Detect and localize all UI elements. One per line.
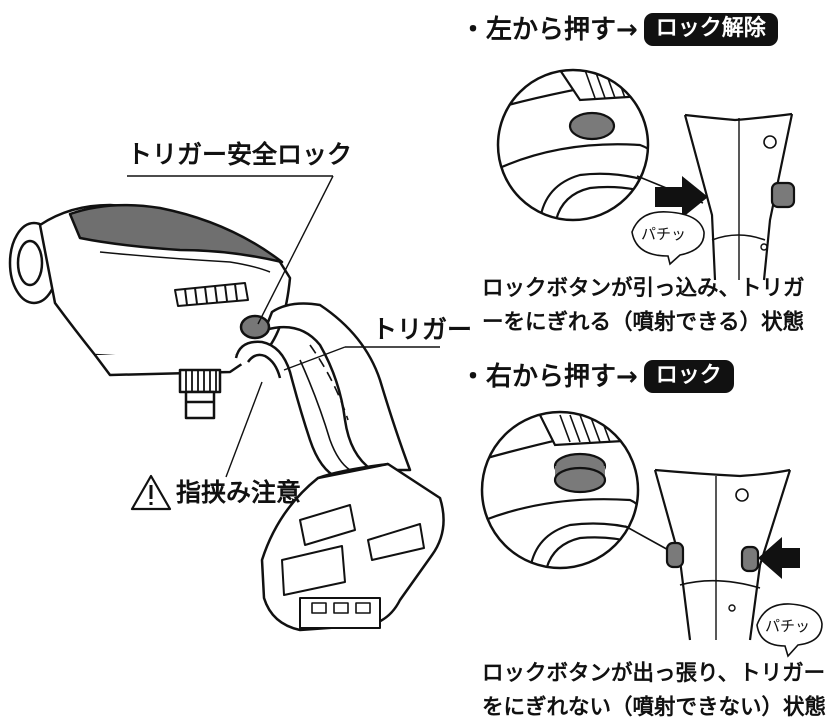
lock-detail-illustration: [480, 410, 823, 658]
unlock-heading: ・左から押す→ ロック解除: [460, 13, 778, 46]
lock-instruction: ・右から押す→: [460, 361, 638, 392]
lock-result-text: ロックボタンが出っ張り、トリガー をにぎれない（噴射できない）状態: [482, 657, 826, 725]
lock-result-line2: をにぎれない（噴射できない）状態: [482, 695, 827, 720]
trigger-safety-lock-label: トリガー安全ロック: [127, 140, 353, 169]
callout-lines: [127, 175, 440, 478]
pinch-caution-label: 指挟み注意: [176, 478, 302, 507]
unlock-result-line2: ーをにぎれる（噴射できる）状態: [482, 310, 805, 335]
lock-result-line1: ロックボタンが出っ張り、トリガー: [482, 661, 826, 686]
unlock-result-line1: ロックボタンが引っ込み、トリガ: [482, 276, 805, 301]
spray-gun-illustration: [8, 203, 445, 632]
trigger-label: トリガー: [372, 315, 473, 344]
unlock-result-text: ロックボタンが引っ込み、トリガ ーをにぎれる（噴射できる）状態: [482, 272, 805, 340]
unlock-sound-text: パチッ: [641, 225, 687, 243]
lock-badge: ロック: [643, 360, 734, 393]
unlock-badge: ロック解除: [643, 13, 778, 46]
unlock-instruction: ・左から押す→: [460, 14, 638, 45]
unlock-detail-illustration: [496, 68, 796, 281]
warning-triangle-icon: [130, 474, 172, 511]
lock-heading: ・右から押す→ ロック: [460, 360, 734, 393]
lock-sound-text: パチッ: [765, 617, 811, 635]
